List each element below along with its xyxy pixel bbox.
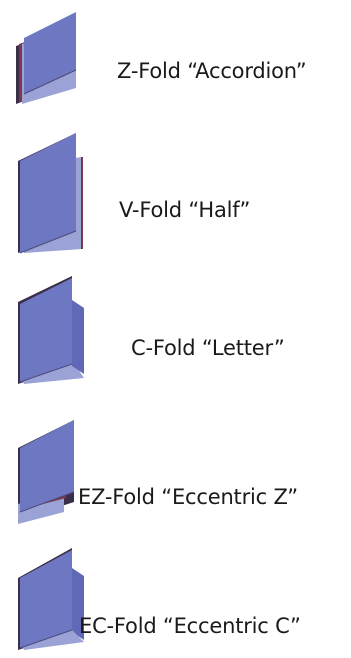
c-fold-icon (18, 276, 84, 384)
ec-fold-label: EC-Fold “Eccentric C” (79, 614, 301, 638)
v-fold-icon (18, 133, 83, 254)
ez-fold-label: EZ-Fold “Eccentric Z” (78, 485, 298, 509)
z-fold-label: Z-Fold “Accordion” (117, 59, 307, 83)
c-fold-label: C-Fold “Letter” (131, 336, 285, 360)
z-fold-icon (16, 12, 77, 104)
ec-fold-icon (18, 548, 84, 650)
v-fold-label: V-Fold “Half” (119, 198, 251, 222)
ez-fold-icon (18, 420, 75, 524)
